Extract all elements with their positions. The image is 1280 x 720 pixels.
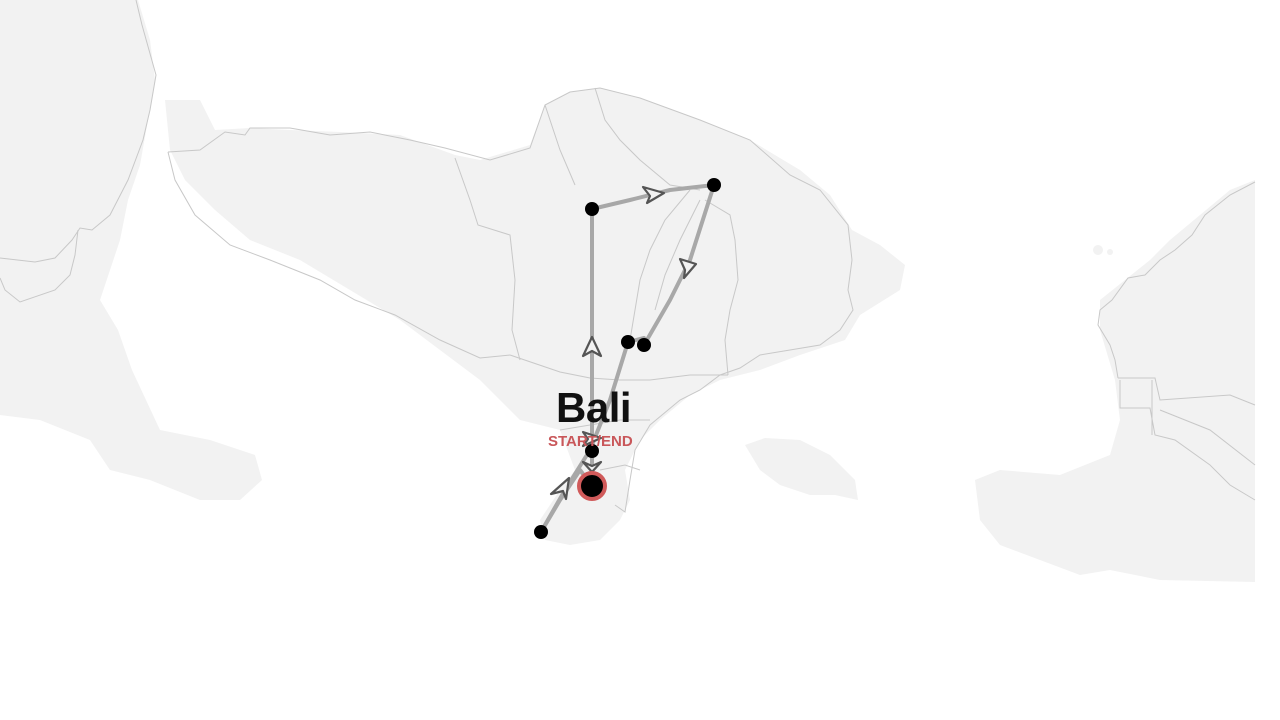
start-end-label: START/END <box>548 433 633 450</box>
direction-arrows <box>549 185 698 501</box>
stop-marker[interactable] <box>585 202 599 216</box>
lombok-borders <box>1097 181 1256 501</box>
stop-marker[interactable] <box>621 335 635 349</box>
arrow-icon <box>641 185 666 205</box>
bali-borders <box>167 87 854 513</box>
stop-marker[interactable] <box>707 178 721 192</box>
stop-marker[interactable] <box>585 444 599 458</box>
place-label-bali: Bali <box>556 384 632 431</box>
stop-marker[interactable] <box>534 525 548 539</box>
arrow-icon <box>581 335 603 358</box>
arrow-icon <box>678 257 698 280</box>
stop-marker[interactable] <box>637 338 651 352</box>
java-borders <box>0 0 157 303</box>
route-segment <box>642 183 716 347</box>
route-stops <box>534 178 721 539</box>
arrow-icon <box>581 460 603 474</box>
arrow-icon <box>581 430 603 448</box>
start-end-marker[interactable] <box>577 471 607 501</box>
landmass-java <box>0 0 262 500</box>
landmass-bali <box>165 88 1255 582</box>
arrow-icon <box>549 476 571 501</box>
